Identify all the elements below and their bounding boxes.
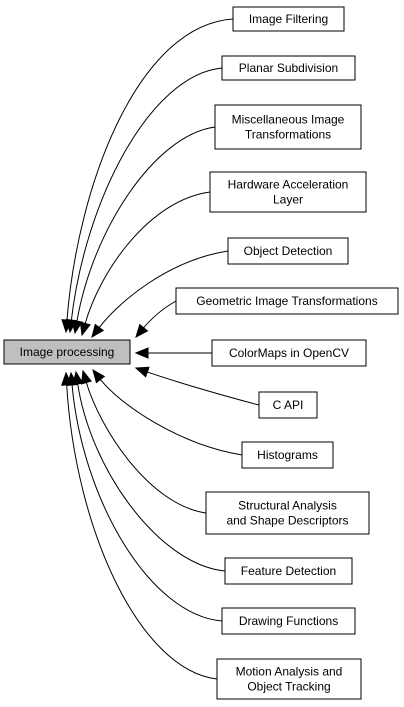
edge-feature-detection: [76, 381, 226, 572]
module-node-c-api[interactable]: C API: [258, 391, 318, 419]
module-node-colormaps-in-opencv[interactable]: ColorMaps in OpenCV: [211, 339, 367, 367]
edge-c-api: [145, 370, 260, 406]
edge-geometric-image-transformations: [141, 300, 177, 330]
edge-hardware-acceleration-layer: [84, 191, 211, 326]
module-node-label: Geometric Image Transformations: [196, 294, 377, 308]
module-node-box: [232, 6, 345, 32]
arrowhead-object-detection: [91, 323, 105, 339]
module-node-label: Motion Analysis and: [236, 665, 343, 679]
module-node-box: [221, 607, 356, 635]
edges: [60, 18, 260, 680]
arrowhead-geometric-image-transformations: [135, 323, 149, 339]
module-node-label: Histograms: [257, 448, 318, 462]
root-node-label: Image processing: [20, 345, 115, 359]
module-node-drawing-functions[interactable]: Drawing Functions: [221, 607, 356, 635]
module-node-box: [227, 237, 349, 265]
module-node-image-filtering[interactable]: Image Filtering: [232, 6, 345, 32]
edge-misc-image-transformations: [76, 126, 216, 324]
module-node-histograms[interactable]: Histograms: [241, 441, 334, 469]
module-node-label: Drawing Functions: [239, 614, 338, 628]
arrowhead-c-api: [134, 366, 150, 378]
module-node-box: [241, 441, 334, 469]
edge-histograms: [98, 377, 243, 456]
arrowhead-structural-analysis: [80, 369, 92, 385]
module-node-box: [224, 557, 353, 585]
module-node-label: Object Tracking: [247, 680, 330, 694]
module-node-label: and Shape Descriptors: [226, 514, 348, 528]
edge-image-filtering: [66, 18, 234, 323]
module-node-box: [211, 339, 367, 367]
module-node-label: C API: [273, 398, 304, 412]
edge-drawing-functions: [71, 382, 223, 622]
edge-planar-subdivision: [70, 67, 223, 323]
module-node-geometric-image-transformations[interactable]: Geometric Image Transformations: [175, 287, 399, 315]
module-node-label: Object Detection: [244, 244, 333, 258]
module-node-label: Miscellaneous Image: [232, 113, 345, 127]
module-node-label: Layer: [273, 193, 303, 207]
edge-motion-analysis: [66, 382, 218, 680]
module-node-box: [216, 658, 362, 700]
edge-object-detection: [97, 250, 229, 330]
module-node-box: [221, 55, 356, 81]
module-node-box: [209, 171, 367, 213]
module-node-label: ColorMaps in OpenCV: [229, 346, 349, 360]
arrowhead-hardware-acceleration-layer: [79, 321, 91, 337]
arrowhead-histograms: [92, 368, 106, 384]
module-node-label: Planar Subdivision: [239, 61, 338, 75]
module-node-label: Hardware Acceleration: [228, 178, 349, 192]
module-node-label: Structural Analysis: [238, 499, 337, 513]
arrowhead-misc-image-transformations: [71, 319, 83, 335]
module-node-label: Transformations: [245, 128, 331, 142]
module-node-box: [175, 287, 399, 315]
module-node-box: [258, 391, 318, 419]
module-node-box: [205, 491, 370, 535]
root-node-box: [3, 339, 131, 365]
module-node-object-detection[interactable]: Object Detection: [227, 237, 349, 265]
arrowhead-motion-analysis: [60, 371, 73, 386]
module-node-label: Feature Detection: [241, 564, 336, 578]
arrowhead-colormaps-in-opencv: [134, 347, 149, 359]
module-node-planar-subdivision[interactable]: Planar Subdivision: [221, 55, 356, 81]
edge-structural-analysis: [85, 380, 207, 514]
root-node[interactable]: Image processing: [3, 339, 131, 365]
module-node-feature-detection[interactable]: Feature Detection: [224, 557, 353, 585]
module-node-box: [214, 104, 362, 150]
module-node-label: Image Filtering: [249, 12, 328, 26]
